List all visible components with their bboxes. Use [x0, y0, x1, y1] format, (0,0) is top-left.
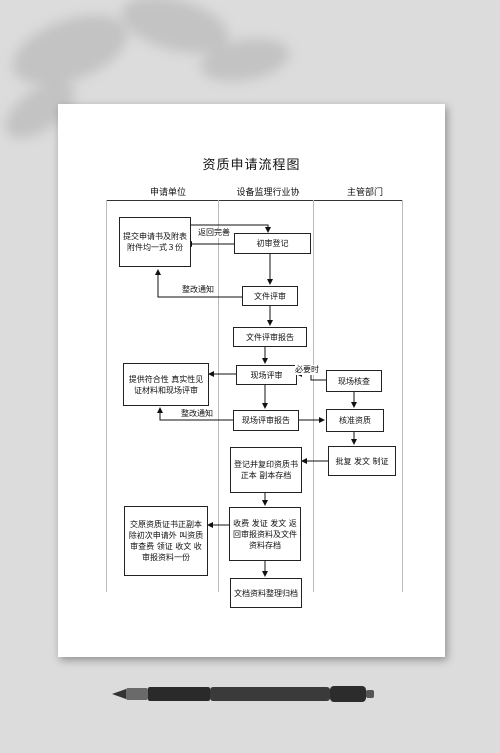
- lane-divider: [402, 200, 403, 592]
- lane-divider: [106, 200, 107, 592]
- rectify-notice-label: 整改通知: [182, 285, 214, 295]
- column-header-applicant: 申请单位: [149, 188, 186, 198]
- rectify-notice-label: 整改通知: [181, 409, 213, 419]
- onsite-review-box: 现场评审: [236, 365, 297, 385]
- when-necessary-label: 必要时: [295, 365, 319, 375]
- lane-divider: [313, 200, 314, 592]
- onsite-review-report-box: 现场评审报告: [233, 410, 299, 431]
- page-title: 资质申请流程图: [202, 158, 301, 173]
- lane-divider: [218, 200, 219, 592]
- flowchart-paper: 资质申请流程图 申请单位 设备监理行业协 主管部门: [58, 104, 445, 657]
- onsite-check-box: 现场核查: [326, 370, 382, 392]
- header-rule: [106, 200, 402, 201]
- return-complete-label: 返回完善: [198, 228, 230, 238]
- archive-box: 文档资料整理归档: [230, 578, 302, 608]
- provide-materials-box: 提供符合性 真实性见证材料和现场评审: [123, 363, 209, 406]
- register-print-box: 登记并复印资质书正本 副本存档: [230, 447, 302, 493]
- pen-image: [112, 686, 374, 702]
- file-review-report-box: 文件评审报告: [233, 327, 307, 347]
- approve-qualification-box: 核准资质: [326, 409, 384, 432]
- handover-box: 交原资质证书正副本 除初次申请外 叫资质审查费 领证 收文 收审报资料一份: [124, 506, 208, 576]
- submit-application-box: 提交申请书及附表 附件均一式３份: [119, 217, 191, 267]
- approve-issue-box: 批复 发文 制证: [328, 446, 396, 476]
- column-header-association: 设备监理行业协: [236, 188, 300, 198]
- initial-register-box: 初审登记: [234, 233, 311, 254]
- charge-issue-box: 收费 发证 发文 返回审报资料及文件资料存档: [229, 507, 301, 561]
- column-header-authority: 主管部门: [346, 188, 383, 198]
- file-review-box: 文件评审: [242, 286, 298, 306]
